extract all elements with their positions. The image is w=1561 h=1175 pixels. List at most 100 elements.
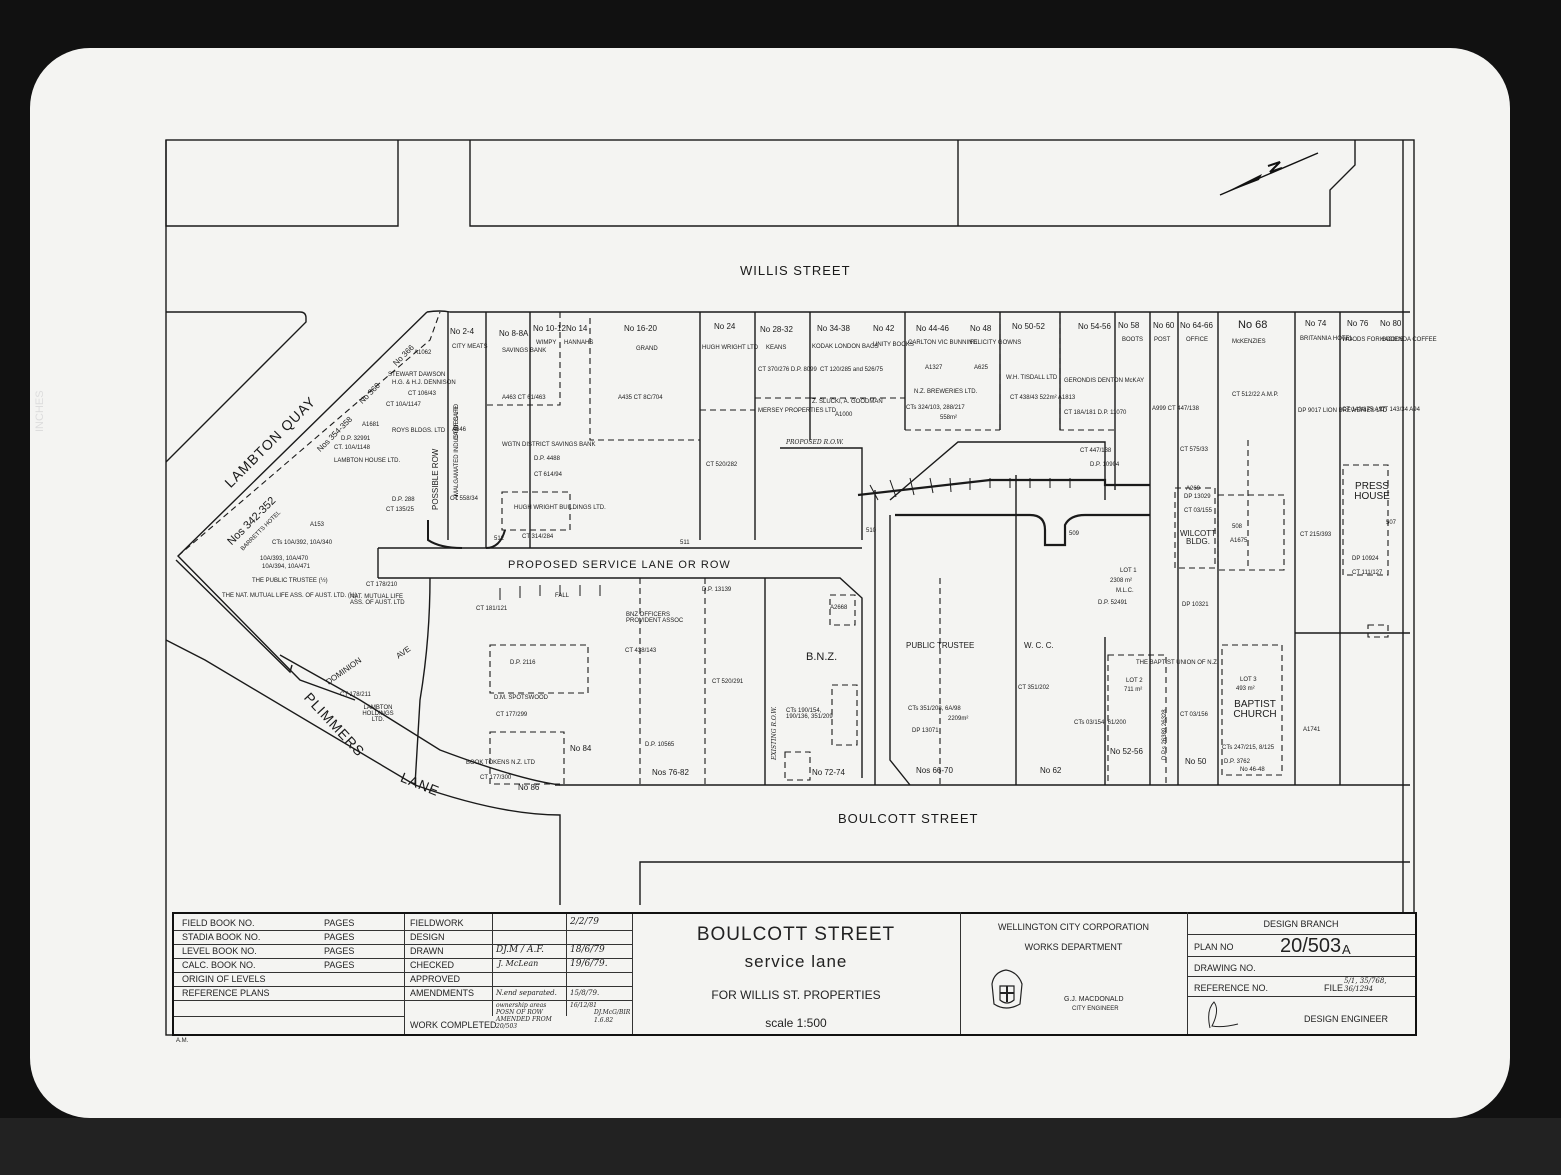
parcel-label: 507 xyxy=(1386,520,1397,526)
property-no: No 80 xyxy=(1380,319,1402,328)
property-no: No 44-46 xyxy=(916,324,949,333)
parcel-label: BOOK TOKENS N.Z. LTD xyxy=(466,760,536,766)
property-extra: A999 CT 447/138 xyxy=(1152,406,1199,412)
parcel-label: PUBLIC TRUSTEE xyxy=(906,641,975,650)
property-extra: CT 438/43 522m² A1813 xyxy=(1010,395,1076,401)
parcel-label: CTs 10A/392, 10A/340 xyxy=(272,540,333,546)
property-name: GERONDIS DENTON McKAY xyxy=(1064,378,1145,384)
property-no: No 50-52 xyxy=(1012,322,1045,331)
parcel-label: LOT 1 xyxy=(1120,568,1137,574)
checked-label: CHECKED xyxy=(410,960,455,970)
property-no: No 76 xyxy=(1347,319,1369,328)
parcel-label: DP 10321 xyxy=(1182,602,1209,608)
parcel-label: No 46-48 xyxy=(1240,767,1265,773)
parcel-label: A153 xyxy=(310,522,325,528)
parcel-label: CT 03/155 xyxy=(1184,508,1212,514)
design-branch: DESIGN BRANCH xyxy=(1263,919,1339,929)
parcel-label: No 84 xyxy=(570,744,592,753)
engineer-title: CITY ENGINEER xyxy=(1072,1006,1119,1012)
design-label: DESIGN xyxy=(410,932,445,942)
property-extra: CT 143/34 A94 xyxy=(1380,407,1420,413)
parcel-label: 10A/394, 10A/471 xyxy=(262,564,311,570)
parcel-label: LAMBTON HOUSE LTD. xyxy=(334,458,401,464)
parcel-label: CT 10A/1147 xyxy=(386,402,421,408)
engineer-name: G.J. MACDONALD xyxy=(1064,996,1124,1003)
parcel-label: W. C. C. xyxy=(1024,641,1054,650)
parcel-label: D.P. 2116 xyxy=(510,660,536,666)
design-engineer-label: DESIGN ENGINEER xyxy=(1304,1014,1389,1024)
property-no: No 10-12 xyxy=(533,324,566,333)
parcel-label: Z. SLUCKI, A. GOODMAN xyxy=(812,399,883,405)
parcel-label: No 86 xyxy=(518,783,540,792)
property-extra: A646 xyxy=(452,427,467,433)
parcel-label: PRESS HOUSE xyxy=(1354,481,1390,502)
pages-label: PAGES xyxy=(324,918,355,928)
amendment-2: ownership areas xyxy=(496,1002,547,1009)
property-name: WOODS FOR GOODS xyxy=(1342,337,1404,343)
parcel-label: LOT 2 xyxy=(1126,678,1143,684)
street-willis: WILLIS STREET xyxy=(740,263,851,278)
parcel-label: 508 xyxy=(1232,524,1243,530)
parcel-label: AMALGAMATED INDUSTRIES LTD xyxy=(454,403,460,500)
drawing-for-line: FOR WILLIS ST. PROPERTIES xyxy=(711,988,881,1002)
drawn-label: DRAWN xyxy=(410,946,444,956)
parcel-label: CT 215/393 xyxy=(1300,532,1332,538)
drawing-no-label: DRAWING NO. xyxy=(1194,963,1256,973)
property-extra: A1327 xyxy=(925,365,943,371)
property-name: HACIENDA COFFEE xyxy=(1380,337,1437,343)
fieldwork-label: FIELDWORK xyxy=(410,918,464,928)
drawn-date: 18/6/79 xyxy=(570,945,605,955)
property-no: No 42 xyxy=(873,324,895,333)
parcel-label: No 72-74 xyxy=(812,768,845,777)
parcel-label: CT 558/34 xyxy=(450,496,478,502)
property-name: CARLTON VIC BUNNING xyxy=(908,340,978,346)
parcel-label: CT 178/211 xyxy=(340,692,371,698)
parcel-label: CT 135/25 xyxy=(386,507,414,513)
parcel-label: CT 314/284 xyxy=(522,534,554,540)
file-value: 5/1, 35/768, 36/1294 xyxy=(1344,977,1387,993)
title-block: FIELD BOOK NO. PAGES STADIA BOOK NO. PAG… xyxy=(172,912,1417,1036)
property-name: UNITY BOOKS xyxy=(873,342,914,348)
parcel-label: CT 178/210 xyxy=(366,582,398,588)
property-name: KODAK LONDON BAGS xyxy=(812,344,879,350)
property-no: No 28-32 xyxy=(760,325,793,334)
field-book-label: FIELD BOOK NO. xyxy=(182,918,255,928)
parcel-label: N.Z. BREWERIES LTD. xyxy=(914,389,978,395)
property-no: No 8-8A xyxy=(499,329,529,338)
parcel-label: H.G. & H.J. DENNISON xyxy=(392,380,456,386)
fall-label: FALL xyxy=(555,593,570,599)
parcel-label: CTs 324/103, 288/217 xyxy=(906,405,965,411)
checked-date: 19/6/79. xyxy=(570,959,608,969)
parcel-label: 2308 m² xyxy=(1110,578,1133,584)
parcel-label: LAMBTON HOLDINGS LTD. xyxy=(362,705,394,723)
parcel-label: CT 351/202 xyxy=(1018,685,1050,691)
drawing-scale: scale 1:500 xyxy=(765,1016,827,1030)
parcel-label: NAT. MUTUAL LIFE ASS. OF AUST. LTD xyxy=(350,594,405,606)
parcel-label: A269 xyxy=(1186,486,1201,492)
parcel-label: 510 xyxy=(866,528,877,534)
property-no: No 16-20 xyxy=(624,324,657,333)
property-name: FELICITY GOWNS xyxy=(970,340,1022,346)
plan-no-suffix: A xyxy=(1342,942,1351,957)
origin-levels-label: ORIGIN OF LEVELS xyxy=(182,974,266,984)
parcel-label: A1741 xyxy=(1303,727,1321,733)
property-extra: CT 614/94 xyxy=(534,472,562,478)
property-name: POST xyxy=(1154,337,1171,343)
parcel-label: CT 177/300 xyxy=(480,775,512,781)
parcel-label: DP 10924 xyxy=(1352,556,1379,562)
property-extra: CT 370/276 D.P. 8099 xyxy=(758,367,817,373)
amendments-label: AMENDMENTS xyxy=(410,988,475,998)
parcel-label: CT 177/299 xyxy=(496,712,528,718)
property-no: No 58 xyxy=(1118,321,1140,330)
parcel-label: MERSEY PROPERTIES LTD xyxy=(758,408,837,414)
parcel-label: A1675 xyxy=(1230,538,1248,544)
pages-label: PAGES xyxy=(324,946,355,956)
property-name: McKENZIES xyxy=(1232,339,1266,345)
parcel-label: D.P. 10565 xyxy=(645,742,675,748)
parcel-label: CT 181/121 xyxy=(476,606,508,612)
property-name: GRAND xyxy=(636,346,658,352)
parcel-label: D.M. SPOTSWOOD xyxy=(494,695,548,701)
pages-label: PAGES xyxy=(324,932,355,942)
amendment-3-by: DJ.McG/BIR xyxy=(594,1009,631,1016)
